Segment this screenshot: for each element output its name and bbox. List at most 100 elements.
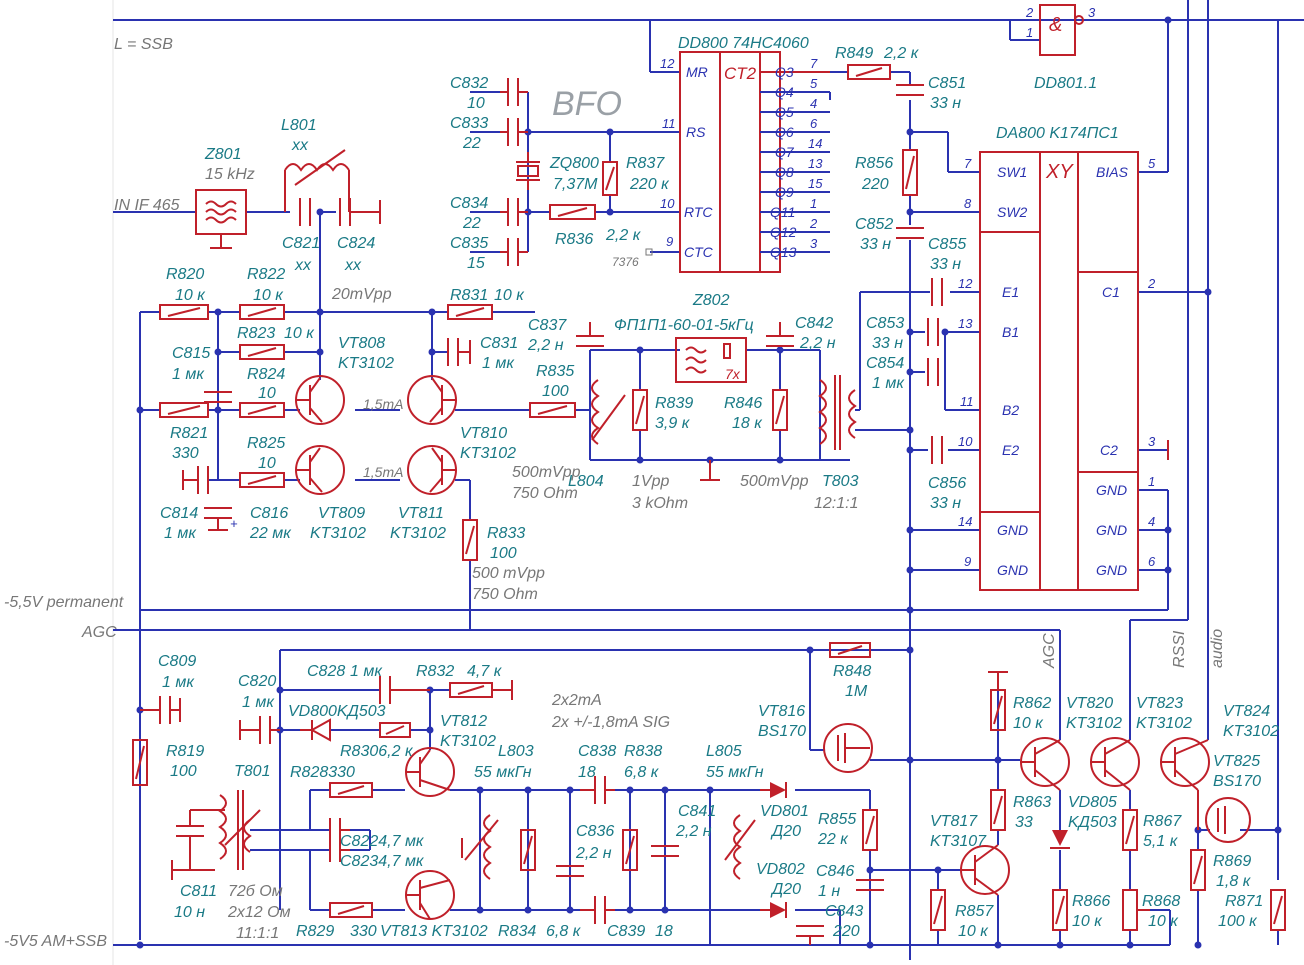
svg-text:C833: C833 (450, 115, 488, 132)
dd801-title: DD801.1 (1034, 75, 1097, 92)
svg-text:22 мк: 22 мк (249, 525, 292, 542)
svg-text:10 н: 10 н (174, 904, 205, 921)
l804-body (591, 379, 626, 445)
c842-body (766, 322, 794, 347)
svg-text:7: 7 (964, 156, 972, 171)
vt823-body (1090, 737, 1140, 791)
svg-text:15 kHz: 15 kHz (205, 166, 255, 183)
and-gate-symbol: & (1049, 14, 1062, 36)
c809-body (140, 696, 181, 724)
svg-text:VD800KД503: VD800KД503 (288, 703, 386, 720)
svg-text:VT823: VT823 (1136, 695, 1183, 712)
svg-text:C820: C820 (238, 673, 276, 690)
svg-text:VD802: VD802 (756, 861, 805, 878)
svg-text:C828: C828 (307, 663, 345, 680)
svg-text:R868: R868 (1142, 893, 1180, 910)
c855-body (931, 278, 943, 306)
t803-body (818, 375, 857, 450)
svg-text:Z802: Z802 (692, 292, 730, 309)
svg-text:L804: L804 (568, 473, 604, 490)
dd801-labels: & 2 1 3 DD801.1 (1025, 5, 1097, 92)
vd801-body (760, 782, 787, 798)
vt810-body (407, 375, 457, 425)
svg-text:C851: C851 (928, 75, 966, 92)
svg-text:R824: R824 (247, 366, 285, 383)
r824-body (239, 402, 285, 418)
l805-body (724, 814, 756, 880)
c821-body (299, 198, 311, 226)
svg-text:-5,5V permanent: -5,5V permanent (4, 594, 124, 611)
svg-text:R856: R856 (855, 155, 893, 172)
svg-text:L805: L805 (706, 743, 742, 760)
svg-text:1,8 к: 1,8 к (1216, 873, 1252, 890)
svg-text:18: 18 (578, 764, 596, 781)
svg-text:55 мкГн: 55 мкГн (706, 764, 764, 781)
svg-text:10: 10 (958, 434, 973, 449)
svg-text:ZQ800: ZQ800 (549, 155, 599, 172)
svg-text:R838: R838 (624, 743, 662, 760)
svg-text:VT813 KT3102: VT813 KT3102 (380, 923, 488, 940)
svg-text:Д20: Д20 (770, 823, 801, 840)
vd805-body (1050, 830, 1070, 849)
svg-text:C811: C811 (180, 883, 217, 900)
da800-labels: DA800 K174ПС1 XY SW1 SW2 E1 B1 B2 E2 GND… (958, 125, 1156, 578)
svg-text:10 к: 10 к (175, 287, 206, 304)
svg-text:C843: C843 (825, 903, 863, 920)
c814-body (182, 466, 209, 494)
svg-text:10 к: 10 к (253, 287, 284, 304)
c833-body (500, 118, 528, 146)
svg-text:Q3: Q3 (775, 64, 794, 80)
svg-text:2,2 к: 2,2 к (883, 45, 920, 62)
svg-text:3: 3 (1088, 5, 1096, 20)
svg-text:4,7 к: 4,7 к (467, 663, 503, 680)
misc-parts (195, 91, 1169, 918)
vt808-body (295, 375, 345, 425)
svg-text:VT810: VT810 (460, 425, 507, 442)
vt813-body (405, 870, 455, 920)
svg-text:10 к: 10 к (1013, 715, 1044, 732)
dd800-title: DD800 74HC4060 (678, 35, 809, 52)
svg-text:10: 10 (467, 95, 485, 112)
svg-text:L803: L803 (498, 743, 534, 760)
c811-body (171, 809, 225, 880)
svg-text:33 н: 33 н (930, 256, 961, 273)
svg-text:14: 14 (808, 136, 822, 151)
svg-text:10 к: 10 к (958, 923, 989, 940)
svg-text:8: 8 (964, 196, 972, 211)
svg-text:1M: 1M (845, 683, 868, 700)
svg-text:13: 13 (958, 316, 973, 331)
r830-body (379, 722, 411, 738)
svg-text:18 к: 18 к (732, 415, 763, 432)
svg-text:72б Ом: 72б Ом (228, 883, 283, 900)
svg-text:33 н: 33 н (930, 495, 961, 512)
r834-body (520, 829, 536, 871)
svg-text:2,2 н: 2,2 н (575, 845, 612, 862)
svg-text:audio: audio (1209, 629, 1226, 668)
svg-text:Q13: Q13 (770, 244, 797, 260)
vt811-body (407, 445, 457, 495)
r836-body (549, 204, 596, 220)
svg-text:Q6: Q6 (775, 124, 794, 140)
component-labels: Z801 15 kHz L801 xx C821 xx C824 xx C832… (158, 45, 1279, 940)
svg-text:1: 1 (1026, 25, 1033, 40)
l801-body (284, 149, 350, 212)
svg-text:2: 2 (1025, 5, 1034, 20)
svg-text:18: 18 (655, 923, 673, 940)
svg-text:KT3102: KT3102 (440, 733, 496, 750)
svg-text:C814: C814 (160, 505, 198, 522)
svg-text:2,2 н: 2,2 н (675, 823, 712, 840)
svg-text:C853: C853 (866, 315, 904, 332)
svg-text:2: 2 (809, 216, 818, 231)
c856-body (931, 436, 943, 464)
c852-body (896, 227, 924, 239)
r866-body (1052, 889, 1068, 931)
z802-body (675, 337, 747, 383)
svg-text:500mVpp: 500mVpp (512, 464, 581, 481)
svg-text:330: 330 (172, 445, 199, 462)
svg-text:Q12: Q12 (770, 224, 797, 240)
svg-text:C856: C856 (928, 475, 966, 492)
c851-body (896, 84, 924, 96)
svg-text:6: 6 (1148, 554, 1156, 569)
svg-text:33: 33 (1015, 814, 1033, 831)
